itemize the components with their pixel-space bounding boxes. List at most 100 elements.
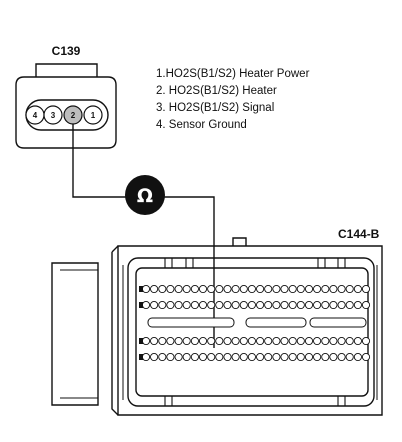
c144b-cavity-row-b <box>174 300 183 310</box>
c144b-cavity-row-d <box>329 352 338 362</box>
c144b-cavity-row-b <box>296 300 305 310</box>
c144b-cavity-row-d <box>304 352 314 362</box>
c144b-cavity-row-c <box>247 336 256 346</box>
c144b-cavity-row-c <box>174 336 183 346</box>
c144b-cavity-row-a <box>361 284 371 294</box>
c144b-connector <box>51 237 383 416</box>
c144b-cavity-row-b <box>207 300 216 310</box>
c144b-cavity-row-d <box>239 352 248 362</box>
c144b-cavity-row-b <box>304 300 314 310</box>
c144b-cavity-row-a <box>166 284 175 294</box>
c144b-cavity-row-c <box>158 336 167 346</box>
c144b-cavity-row-d <box>247 352 256 362</box>
c144b-cavity-row-d <box>198 352 208 362</box>
legend-line-2: 2. HO2S(B1/S2) Heater <box>156 85 277 97</box>
c144b-slot <box>147 317 235 328</box>
c144b-cavity-row-c <box>166 336 175 346</box>
c144b-cavity-row-c <box>150 336 159 346</box>
c144b-cavity-row-c <box>313 336 322 346</box>
pin-legend: 1.HO2S(B1/S2) Heater Power 2. HO2S(B1/S2… <box>156 68 310 131</box>
c144b-cavity-row-a <box>215 284 224 294</box>
c139-pin-3 <box>43 105 63 125</box>
c144b-cavity-row-a <box>174 284 183 294</box>
c144b-cavity-row-b <box>264 300 273 310</box>
c144b-cavity-row-a <box>150 284 159 294</box>
ohm-symbol: Ω <box>137 185 153 207</box>
c144b-cavity-row-d <box>150 352 159 362</box>
c144b-cavity-row-d <box>215 352 224 362</box>
c144b-cavity-row-c <box>345 336 354 346</box>
c144b-cavity-row-a <box>231 284 240 294</box>
c144b-cavity-row-c <box>280 336 289 346</box>
c144b-cavity-row-b <box>198 300 208 310</box>
c144b-cavity-row-b <box>239 300 248 310</box>
c144b-cavity-row-c <box>256 336 265 346</box>
c144b-cavity-row-d <box>166 352 175 362</box>
c144b-cavity-row-a <box>280 284 289 294</box>
c139-pin-3-label: 3 <box>51 111 56 120</box>
c144b-cavity-row-b <box>182 300 191 310</box>
c144b-cavity-row-b <box>337 300 346 310</box>
c144b-cavity-row-a <box>264 284 273 294</box>
c139-pin-4-label: 4 <box>33 111 38 120</box>
c144b-cavity-row-a <box>256 284 265 294</box>
c144b-cavity-row-b <box>247 300 256 310</box>
c144b-cavity-row-a <box>182 284 191 294</box>
c144b-cavity-row-d <box>207 352 216 362</box>
c144b-cavity-row-b <box>158 300 167 310</box>
c144b-cavity-row-d <box>182 352 191 362</box>
ohmmeter-icon <box>125 175 165 215</box>
c144b-cavity-row-c <box>337 336 346 346</box>
c144b-cavity-row-b <box>361 300 371 310</box>
c144b-cavity-row-b <box>280 300 289 310</box>
c139-connector <box>15 63 117 149</box>
c144b-cavity-row-c <box>182 336 191 346</box>
c144b-cavity-row-c <box>215 336 224 346</box>
c144b-cavity-row-a <box>337 284 346 294</box>
c144b-cavity-row-b <box>313 300 322 310</box>
c144b-cavity-row-b <box>321 300 330 310</box>
c144b-cavity-row-a <box>288 284 297 294</box>
c144b-cavity-row-c <box>329 336 338 346</box>
c144b-cavity-row-b <box>231 300 240 310</box>
c144b-cavity-row-d <box>361 352 371 362</box>
c144b-cavity-row-d <box>272 352 281 362</box>
c144b-cavity-row-b <box>329 300 338 310</box>
legend-line-3: 3. HO2S(B1/S2) Signal <box>156 102 274 114</box>
c144b-cavity-row-a <box>329 284 338 294</box>
c144b-cavity-row-a <box>223 284 232 294</box>
c144b-cavity-row-b <box>150 300 159 310</box>
c144b-cavity-row-a <box>141 284 151 294</box>
c144b-cavity-row-c <box>321 336 330 346</box>
c139-pin-row: 4 3 2 1 <box>25 105 103 125</box>
c144b-cavity-row-c <box>353 336 362 346</box>
c144b-cavity-row-c <box>264 336 273 346</box>
c144b-cavity-row-a <box>198 284 208 294</box>
c144b-cavity-row-d <box>223 352 232 362</box>
c144b-cavity-row-b <box>353 300 362 310</box>
c144b-cavity-row-b <box>141 300 151 310</box>
c144b-cavity-row-a <box>247 284 256 294</box>
c144b-cavity-row-d <box>264 352 273 362</box>
c144b-cavity-row-d <box>190 352 199 362</box>
c144b-cavity-row-d <box>296 352 305 362</box>
c144b-cavity-row-c <box>361 336 371 346</box>
c144b-cavity-row-d <box>321 352 330 362</box>
c144b-cavity-row-d <box>256 352 265 362</box>
c144b-cavity-row-a <box>272 284 281 294</box>
c144b-cavity-row-a <box>158 284 167 294</box>
c144b-cavity-row-c <box>288 336 297 346</box>
c144b-cavity-row-b <box>272 300 281 310</box>
c144b-cavity-row-c <box>296 336 305 346</box>
c144b-cavity-row-b <box>166 300 175 310</box>
c144b-cavity-row-c <box>304 336 314 346</box>
c144b-cavity-row-d <box>141 352 151 362</box>
c144b-cavity-row-c <box>231 336 240 346</box>
c144b-slot <box>309 317 367 328</box>
c144b-cavity-row-a <box>345 284 354 294</box>
c144b-cavity-row-c <box>223 336 232 346</box>
c144b-title: C144-B <box>338 227 380 241</box>
c139-pin-2-label: 2 <box>71 111 76 120</box>
c144b-cavity-row-a <box>190 284 199 294</box>
c144b-cavity-row-d <box>280 352 289 362</box>
